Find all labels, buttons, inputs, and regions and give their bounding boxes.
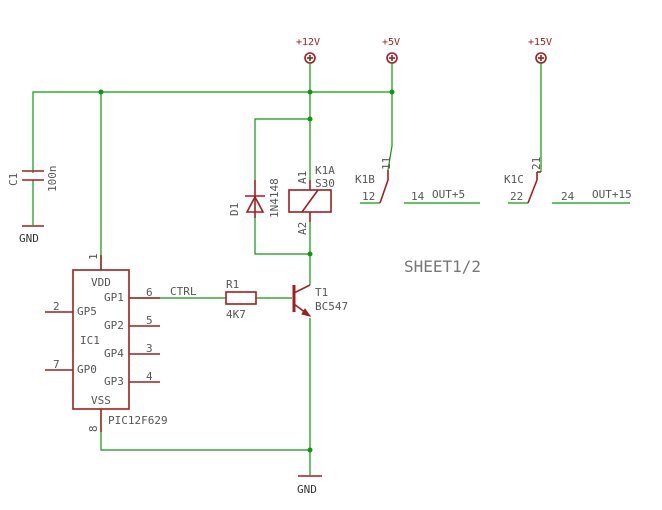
ic1-pin-gp0: GP0 [77,363,97,376]
relay-contact-k1c: K1C 21 22 24 OUT+15 [504,157,632,204]
ic1-name: IC1 [80,334,100,347]
ic1-pin-vss: VSS [91,394,111,407]
k1a-value: S30 [315,177,335,190]
r1-name: R1 [226,278,239,291]
k1b-pin-12: 12 [362,190,375,203]
ic1-pin-vdd: VDD [91,276,111,289]
ic1-pin-gp3: GP3 [104,375,124,388]
ic1-pin-num-7: 7 [53,358,60,371]
supply-15v-label: +15V [528,37,552,48]
d1-value: 1N4148 [268,178,281,218]
r1-value: 4K7 [226,308,246,321]
ground-bottom: GND [297,475,322,496]
k1b-name: K1B [355,173,375,186]
c1-value: 100n [46,166,59,193]
relay-contact-k1b: K1B 11 12 14 OUT+5 [355,157,465,204]
k1a-name: K1A [315,164,335,177]
net-out15-label: OUT+15 [592,188,632,201]
t1-name: T1 [315,286,328,299]
ic1-pin-gp2: GP2 [104,319,124,332]
ic1-pin-num-8: 8 [87,425,100,432]
ic1-pin-num-4: 4 [146,370,153,383]
k1c-pin-24: 24 [561,190,575,203]
resistor-r1: R1 4K7 [225,278,257,321]
k1b-pin-14: 14 [411,190,425,203]
c1-name: C1 [7,173,20,186]
supply-5v: +5V [382,37,400,64]
supply-12v-label: +12V [296,37,320,48]
supply-15v: +15V [528,37,552,64]
supply-5v-label: +5V [382,37,400,48]
ic1-pin-num-3: 3 [146,342,153,355]
capacitor-c1: C1 100n [7,166,59,193]
ic1-pin-num-2: 2 [53,300,60,313]
ic1-pin-num-6: 6 [146,286,153,299]
supply-12v: +12V [296,37,320,64]
ic1-value: PIC12F629 [108,414,168,427]
sheet-label: SHEET1/2 [404,257,481,276]
d1-name: D1 [228,203,241,216]
ic1-pin-num-5: 5 [146,314,153,327]
ground-bottom-label: GND [297,483,317,496]
ic1-pin-num-1: 1 [87,253,100,260]
k1b-pin-11: 11 [380,157,393,170]
ic1-pin-gp4: GP4 [104,347,124,360]
ic1-pin-gp5: GP5 [77,305,97,318]
relay-coil-k1a: K1A S30 A1 A2 [288,164,335,235]
diode-d1: D1 1N4148 [228,178,281,218]
ground-left: GND [19,225,44,245]
k1c-name: K1C [504,173,524,186]
k1c-pin-22: 22 [510,190,523,203]
k1a-pin-a2: A2 [296,222,309,235]
net-out5-label: OUT+5 [432,188,465,201]
t1-value: BC547 [315,300,348,313]
k1c-pin-21: 21 [530,157,543,170]
ground-left-label: GND [19,232,39,245]
transistor-t1: T1 BC547 [292,284,348,317]
net-ctrl-label: CTRL [170,285,197,298]
ic-ic1: VDD VSS GP1 GP2 GP4 GP3 GP5 GP0 IC1 PIC1… [45,253,168,432]
ic1-pin-gp1: GP1 [104,291,124,304]
k1a-pin-a1: A1 [296,171,309,184]
